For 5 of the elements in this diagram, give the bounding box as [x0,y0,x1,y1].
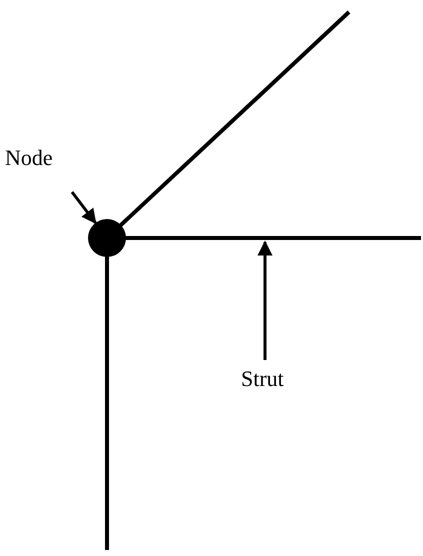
callout-label: Strut [241,367,284,392]
leader-line [70,191,97,224]
leader-line [258,240,272,360]
node-dot [88,219,126,257]
callout-label: Node [5,146,53,170]
